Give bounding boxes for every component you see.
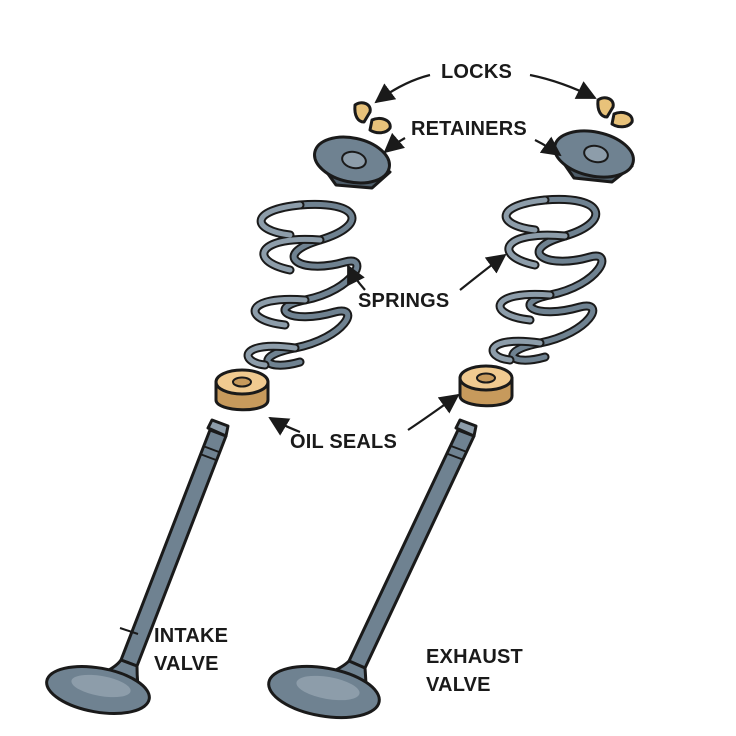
arrows [268,73,597,436]
exhaust-oil-seal [458,364,514,408]
arrow-oil-seals-right [407,393,460,431]
exhaust-valve [267,418,478,720]
arrow-springs-left [347,264,366,291]
intake-retainer [313,135,392,190]
arrow-retainers-right [534,136,562,157]
label-exhaust-line2: VALVE [426,674,491,696]
label-springs: SPRINGS [358,290,449,312]
label-locks: LOCKS [441,61,512,83]
exhaust-retainer [553,129,635,184]
arrow-locks-right [529,73,597,99]
label-exhaust-line1: EXHAUST [426,646,523,668]
exhaust-spring [488,194,607,365]
intake-locks [353,101,392,135]
arrow-springs-right [459,253,507,291]
intake-oil-seal [214,368,270,412]
label-intake-line2: VALVE [154,653,219,675]
label-oil-seals: OIL SEALS [290,431,397,453]
intake-valve [45,418,230,715]
arrow-retainers-left [383,132,406,154]
label-retainers: RETAINERS [411,118,527,140]
exhaust-locks [596,96,634,129]
arrow-oil-seals-left [268,416,301,436]
label-intake-line1: INTAKE [154,625,228,647]
arrow-locks-left [374,73,431,104]
intake-spring [243,199,362,370]
